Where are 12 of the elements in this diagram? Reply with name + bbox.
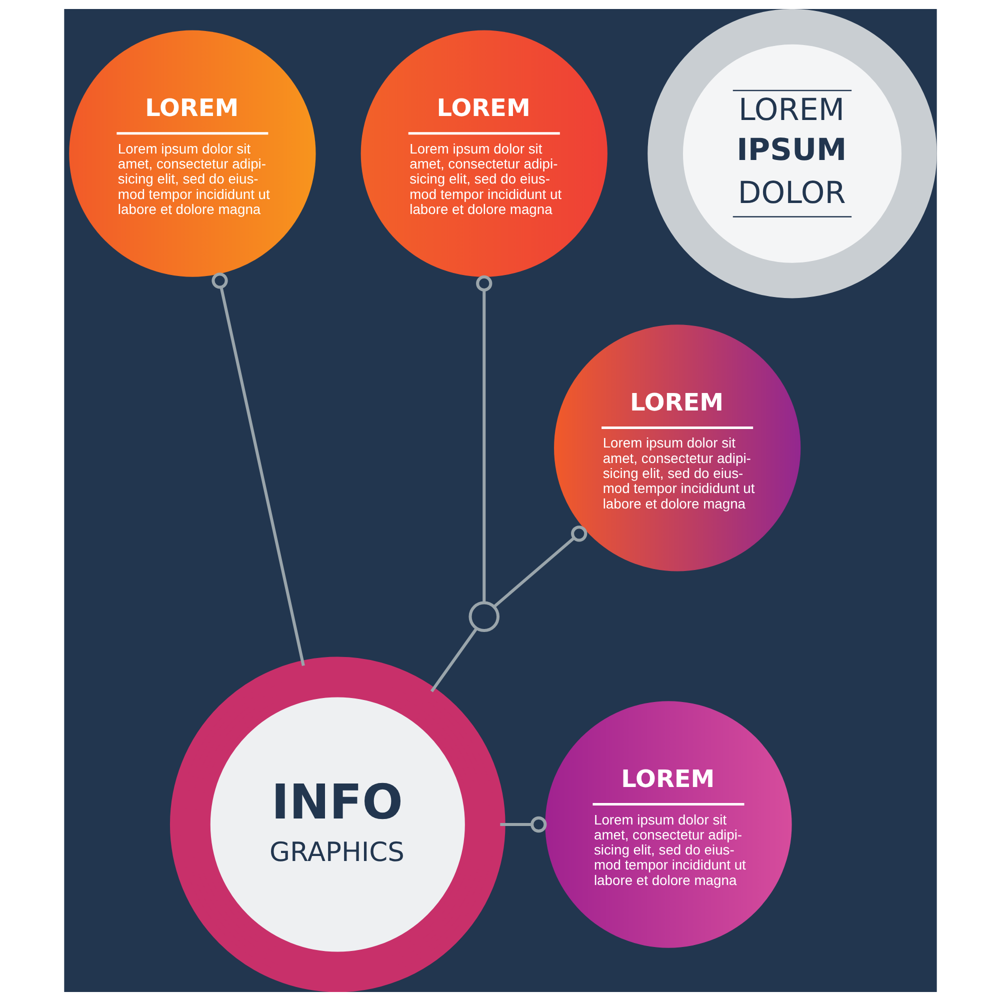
node-circle: LOREM IPSUM DOLOR (647, 8, 936, 298)
connector (430, 627, 478, 692)
node-circle: LOREM Lorem ipsum dolor sit amet, consectetur adipi- sicing elit, sed do eius- mod tempor incididunt ut labore et dolore magna (544, 700, 792, 948)
node-circle: LOREM Lorem ipsum dolor sit amet, consectetur adipi- sicing elit, sed do eius- mod tempor incididunt ut labore et dolore magna (360, 30, 607, 276)
connector (500, 816, 546, 832)
connector (211, 272, 304, 666)
connector (476, 274, 492, 602)
node-circle: INFO GRAPHICS (169, 656, 505, 992)
node-circle (468, 600, 500, 632)
connector (493, 525, 587, 608)
node-circle: LOREM Lorem ipsum dolor sit amet, consectetur adipi- sicing elit, sed do eius- mod tempor incididunt ut labore et dolore magna (68, 30, 316, 276)
node-circle: LOREM Lorem ipsum dolor sit amet, consectetur adipi- sicing elit, sed do eius- mod tempor incididunt ut labore et dolore magna (554, 324, 800, 571)
